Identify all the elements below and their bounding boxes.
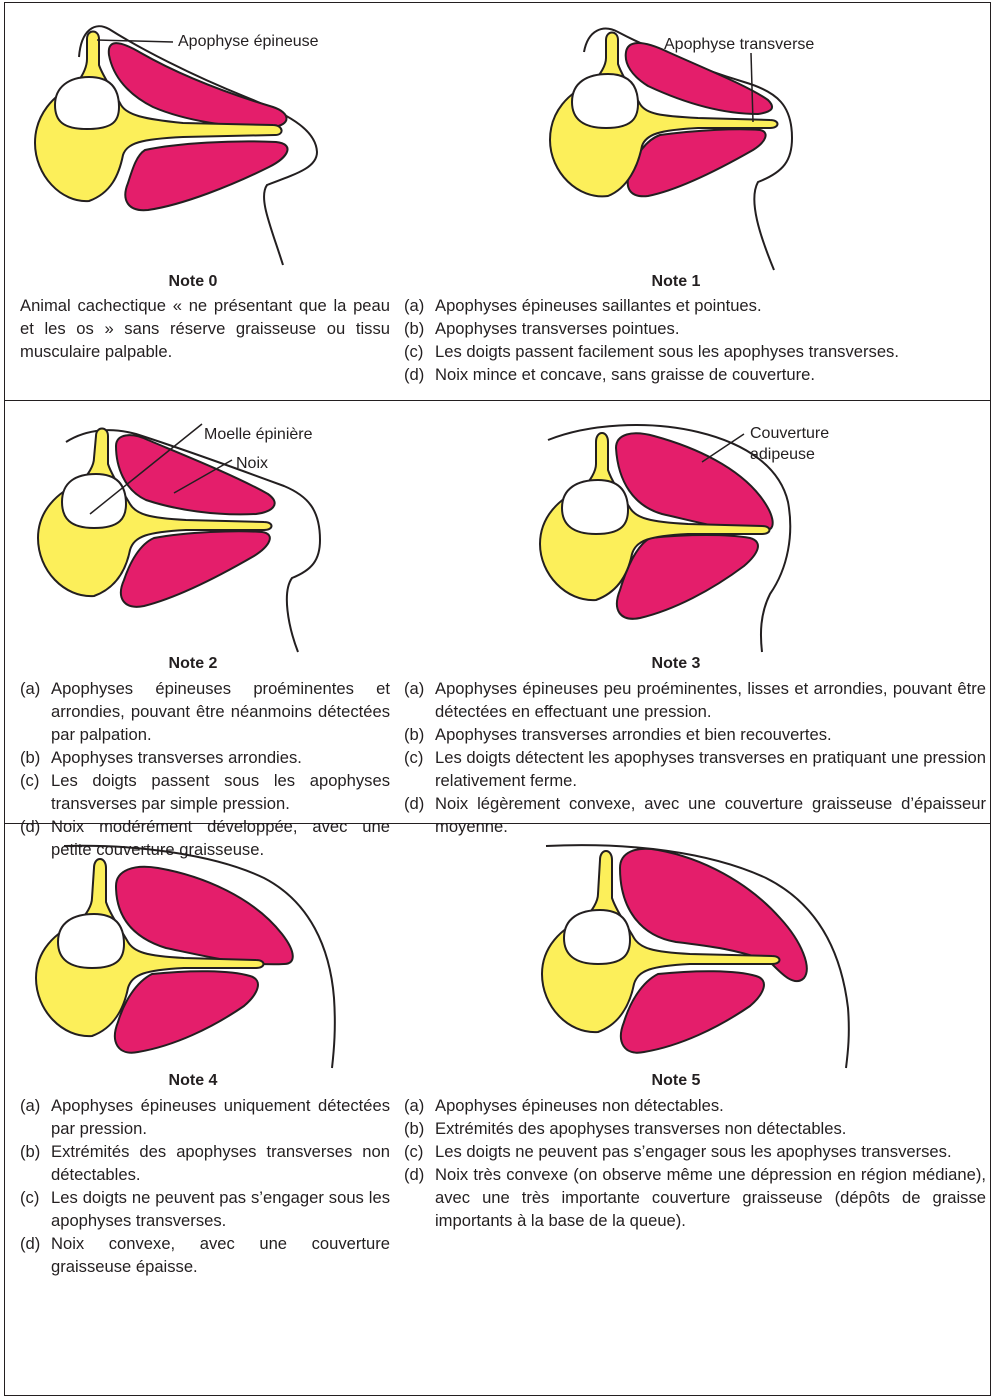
note-0-description: Animal cachectique « ne présentant que l… [20,294,390,363]
note-title-2: Note 2 [133,655,253,673]
note-title-3: Note 3 [616,655,736,673]
note-5-criteria: (a)Apophyses épineuses non détectables. … [404,1094,986,1232]
criterion-d: (d)Noix mince et concave, sans graisse d… [404,363,986,386]
criterion-c: (c)Les doigts passent sous les apophyses… [20,769,390,815]
criterion-b: (b)Apophyses transverses arrondies. [20,746,390,769]
label-transverse-process: Apophyse transverse [664,35,814,55]
row-divider [4,400,991,401]
note-title-5: Note 5 [616,1072,736,1090]
note-3-criteria: (a)Apophyses épineuses peu proéminentes,… [404,677,986,838]
criterion-d: (d)Noix convexe, avec une couverture gra… [20,1232,390,1278]
criterion-d: (d)Noix légèrement convexe, avec une cou… [404,792,986,838]
label-fat-cover-line2: adipeuse [750,445,815,465]
criterion-a: (a)Apophyses épineuses non détectables. [404,1094,986,1117]
criterion-b: (b)Apophyses transverses arrondies et bi… [404,723,986,746]
label-spinal-cord: Moelle épinière [204,425,313,445]
criterion-b: (b)Apophyses transverses pointues. [404,317,986,340]
figure-note-0: Apophyse épineuse [33,15,353,270]
criterion-b: (b)Extrémités des apophyses transverses … [20,1140,390,1186]
note-title-4: Note 4 [133,1072,253,1090]
criterion-c: (c)Les doigts ne peuvent pas s’engager s… [404,1140,986,1163]
note-title-0: Note 0 [133,273,253,291]
criterion-b: (b)Extrémités des apophyses transverses … [404,1117,986,1140]
note-1-criteria: (a)Apophyses épineuses saillantes et poi… [404,294,986,386]
criterion-c: (c)Les doigts détectent les apophyses tr… [404,746,986,792]
figure-note-3: Couverture adipeuse [538,418,838,652]
label-loin: Noix [236,454,268,474]
criterion-d: (d)Noix très convexe (on observe même un… [404,1163,986,1232]
criterion-c: (c)Les doigts passent facilement sous le… [404,340,986,363]
figure-note-2: Moelle épinière Noix [36,420,356,652]
criterion-a: (a)Apophyses épineuses saillantes et poi… [404,294,986,317]
figure-note-5 [540,838,870,1068]
figure-note-4 [34,838,354,1068]
criterion-c: (c)Les doigts ne peuvent pas s’engager s… [20,1186,390,1232]
note-4-criteria: (a)Apophyses épineuses uniquement détect… [20,1094,390,1278]
criterion-a: (a)Apophyses épineuses uniquement détect… [20,1094,390,1140]
note-title-1: Note 1 [616,273,736,291]
note-2-criteria: (a)Apophyses épineuses proéminentes et a… [20,677,390,861]
figure-note-1: Apophyse transverse [548,20,828,270]
criterion-a: (a)Apophyses épineuses peu proéminentes,… [404,677,986,723]
criterion-a: (a)Apophyses épineuses proéminentes et a… [20,677,390,746]
label-spinous-process: Apophyse épineuse [178,32,319,52]
label-fat-cover: Couverture [750,424,829,444]
